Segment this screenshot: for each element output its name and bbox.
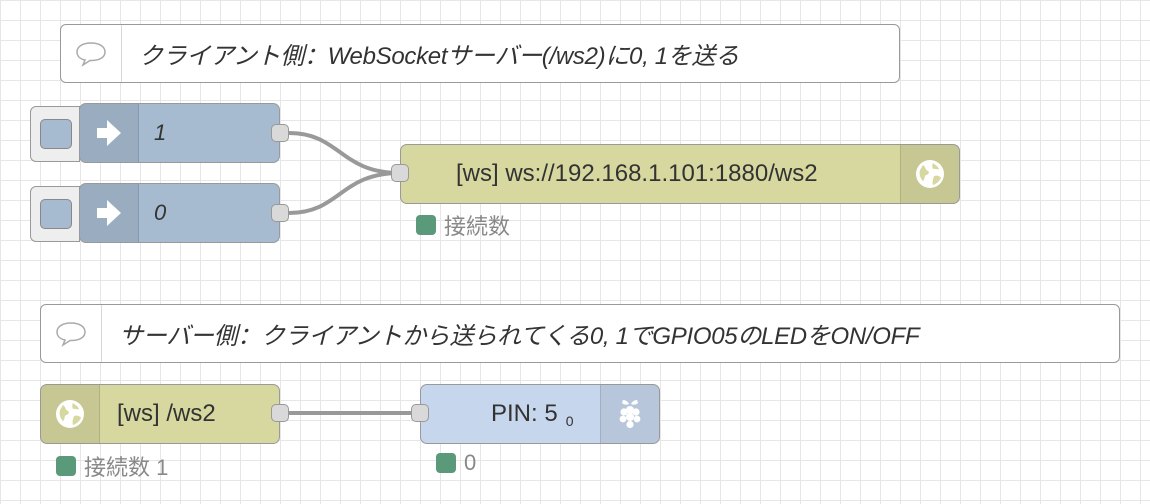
ws-out-label: [ws] ws://192.168.1.101:1880/ws2 <box>456 160 818 187</box>
status-dot <box>56 456 76 476</box>
raspberry-pi-icon <box>600 385 659 443</box>
comment-text: サーバー側：クライアントから送られてくる0, 1でGPIO05のLEDをON/O… <box>119 323 920 350</box>
comment-text: クライアント側：WebSocketサーバー(/ws2)に0, 1を送る <box>139 43 739 70</box>
ws-in-label: [ws] /ws2 <box>117 400 216 427</box>
globe-icon <box>41 385 100 443</box>
status-text: 接続数 1 <box>84 455 169 480</box>
inject-node-0[interactable]: 0 <box>79 183 280 243</box>
speech-bubble-icon <box>41 305 102 362</box>
globe-icon <box>900 145 959 203</box>
output-port[interactable] <box>271 404 289 422</box>
inject-node-1[interactable]: 1 <box>79 103 280 163</box>
status-dot <box>436 453 456 473</box>
websocket-in-node[interactable]: [ws] /ws2 <box>40 384 280 444</box>
ws-out-status: 接続数 <box>416 209 510 241</box>
gpio-value-label: 0 <box>565 413 574 429</box>
wire-inject1-to-ws-out[interactable] <box>288 131 401 175</box>
comment-node-server[interactable]: サーバー側：クライアントから送られてくる0, 1でGPIO05のLEDをON/O… <box>40 304 1120 363</box>
inject-label: 0 <box>154 200 167 225</box>
inject-button[interactable] <box>30 186 80 242</box>
input-port[interactable] <box>391 164 409 182</box>
arrow-in-icon <box>80 104 139 162</box>
gpio-pin-label: PIN: 5 <box>491 400 558 427</box>
comment-node-client[interactable]: クライアント側：WebSocketサーバー(/ws2)に0, 1を送る <box>60 24 900 83</box>
websocket-out-node[interactable]: [ws] ws://192.168.1.101:1880/ws2 <box>400 144 960 204</box>
gpio-out-node[interactable]: PIN: 5 0 <box>420 384 660 444</box>
speech-bubble-icon <box>61 25 122 82</box>
status-text: 0 <box>464 450 477 475</box>
inject-label: 1 <box>154 120 167 145</box>
status-dot <box>416 215 436 235</box>
inject-button[interactable] <box>30 106 80 162</box>
output-port[interactable] <box>271 204 289 222</box>
gpio-label: PIN: 5 0 <box>491 385 574 443</box>
output-port[interactable] <box>271 124 289 142</box>
ws-in-status: 接続数 1 <box>56 450 168 482</box>
wire-inject0-to-ws-out[interactable] <box>288 171 401 215</box>
arrow-in-icon <box>80 184 139 242</box>
input-port[interactable] <box>411 404 429 422</box>
status-text: 接続数 <box>444 214 511 239</box>
gpio-status: 0 <box>436 450 476 476</box>
